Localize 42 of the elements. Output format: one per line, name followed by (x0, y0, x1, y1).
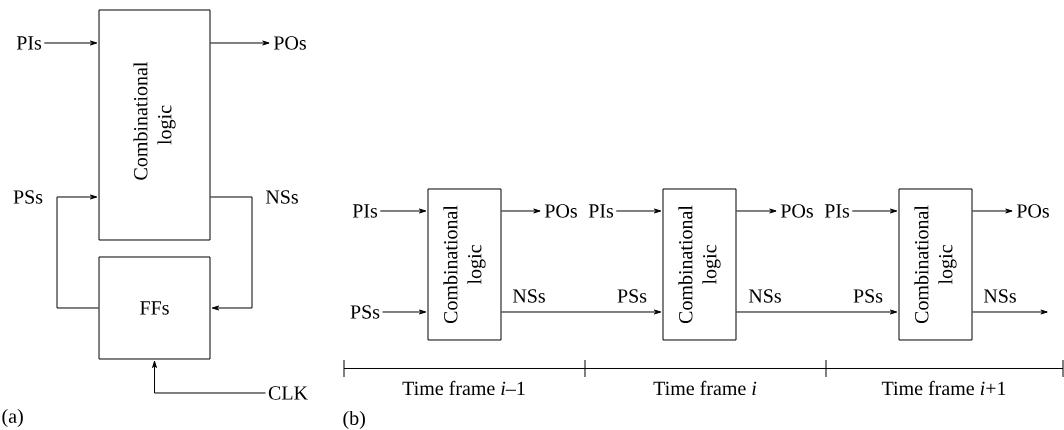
signal-label: PSs (350, 305, 380, 319)
arrow (615, 208, 662, 214)
arrow (210, 196, 253, 311)
signal-label: POs (780, 204, 813, 218)
arrow (379, 208, 427, 214)
signal-label: PSs (853, 289, 883, 303)
arrow (736, 309, 898, 315)
arrow (152, 360, 266, 394)
arrow (501, 208, 541, 214)
logic-block: Combinational logic (898, 188, 973, 341)
arrow (972, 309, 1048, 315)
arrow (972, 208, 1013, 214)
signal-label: POs (1016, 204, 1049, 218)
flip-flop-box: FFs (98, 256, 211, 360)
time-frame-label: Time frame i (653, 380, 757, 396)
edge-label: PSs (13, 190, 43, 204)
signal-label: NSs (748, 289, 781, 303)
signal-label: PIs (352, 204, 378, 218)
logic-block: Combinational logic (427, 188, 502, 341)
signal-label: POs (544, 204, 577, 218)
signal-label: CLK (268, 386, 308, 400)
signal-label: PSs (617, 289, 647, 303)
edge-label: NSs (265, 190, 298, 204)
signal-label: NSs (983, 289, 1016, 303)
panel-label: (a) (2, 408, 23, 428)
arrow (56, 194, 99, 309)
signal-label: PIs (16, 36, 42, 50)
signal-label: POs (273, 36, 306, 50)
signal-label: PIs (824, 204, 850, 218)
arrow (501, 309, 662, 315)
panel-label: (b) (343, 410, 365, 430)
logic-block: Combinational logic (662, 188, 737, 341)
time-frame-label: Time frame i–1 (402, 380, 525, 396)
arrow (43, 40, 98, 46)
signal-label: NSs (512, 289, 545, 303)
signal-label: PIs (588, 204, 614, 218)
arrow (736, 208, 777, 214)
arrow (382, 309, 427, 315)
arrow (851, 208, 898, 214)
time-frame-label: Time frame i+1 (881, 380, 1006, 396)
arrow (210, 40, 270, 46)
logic-block: Combinational logic (98, 9, 211, 241)
